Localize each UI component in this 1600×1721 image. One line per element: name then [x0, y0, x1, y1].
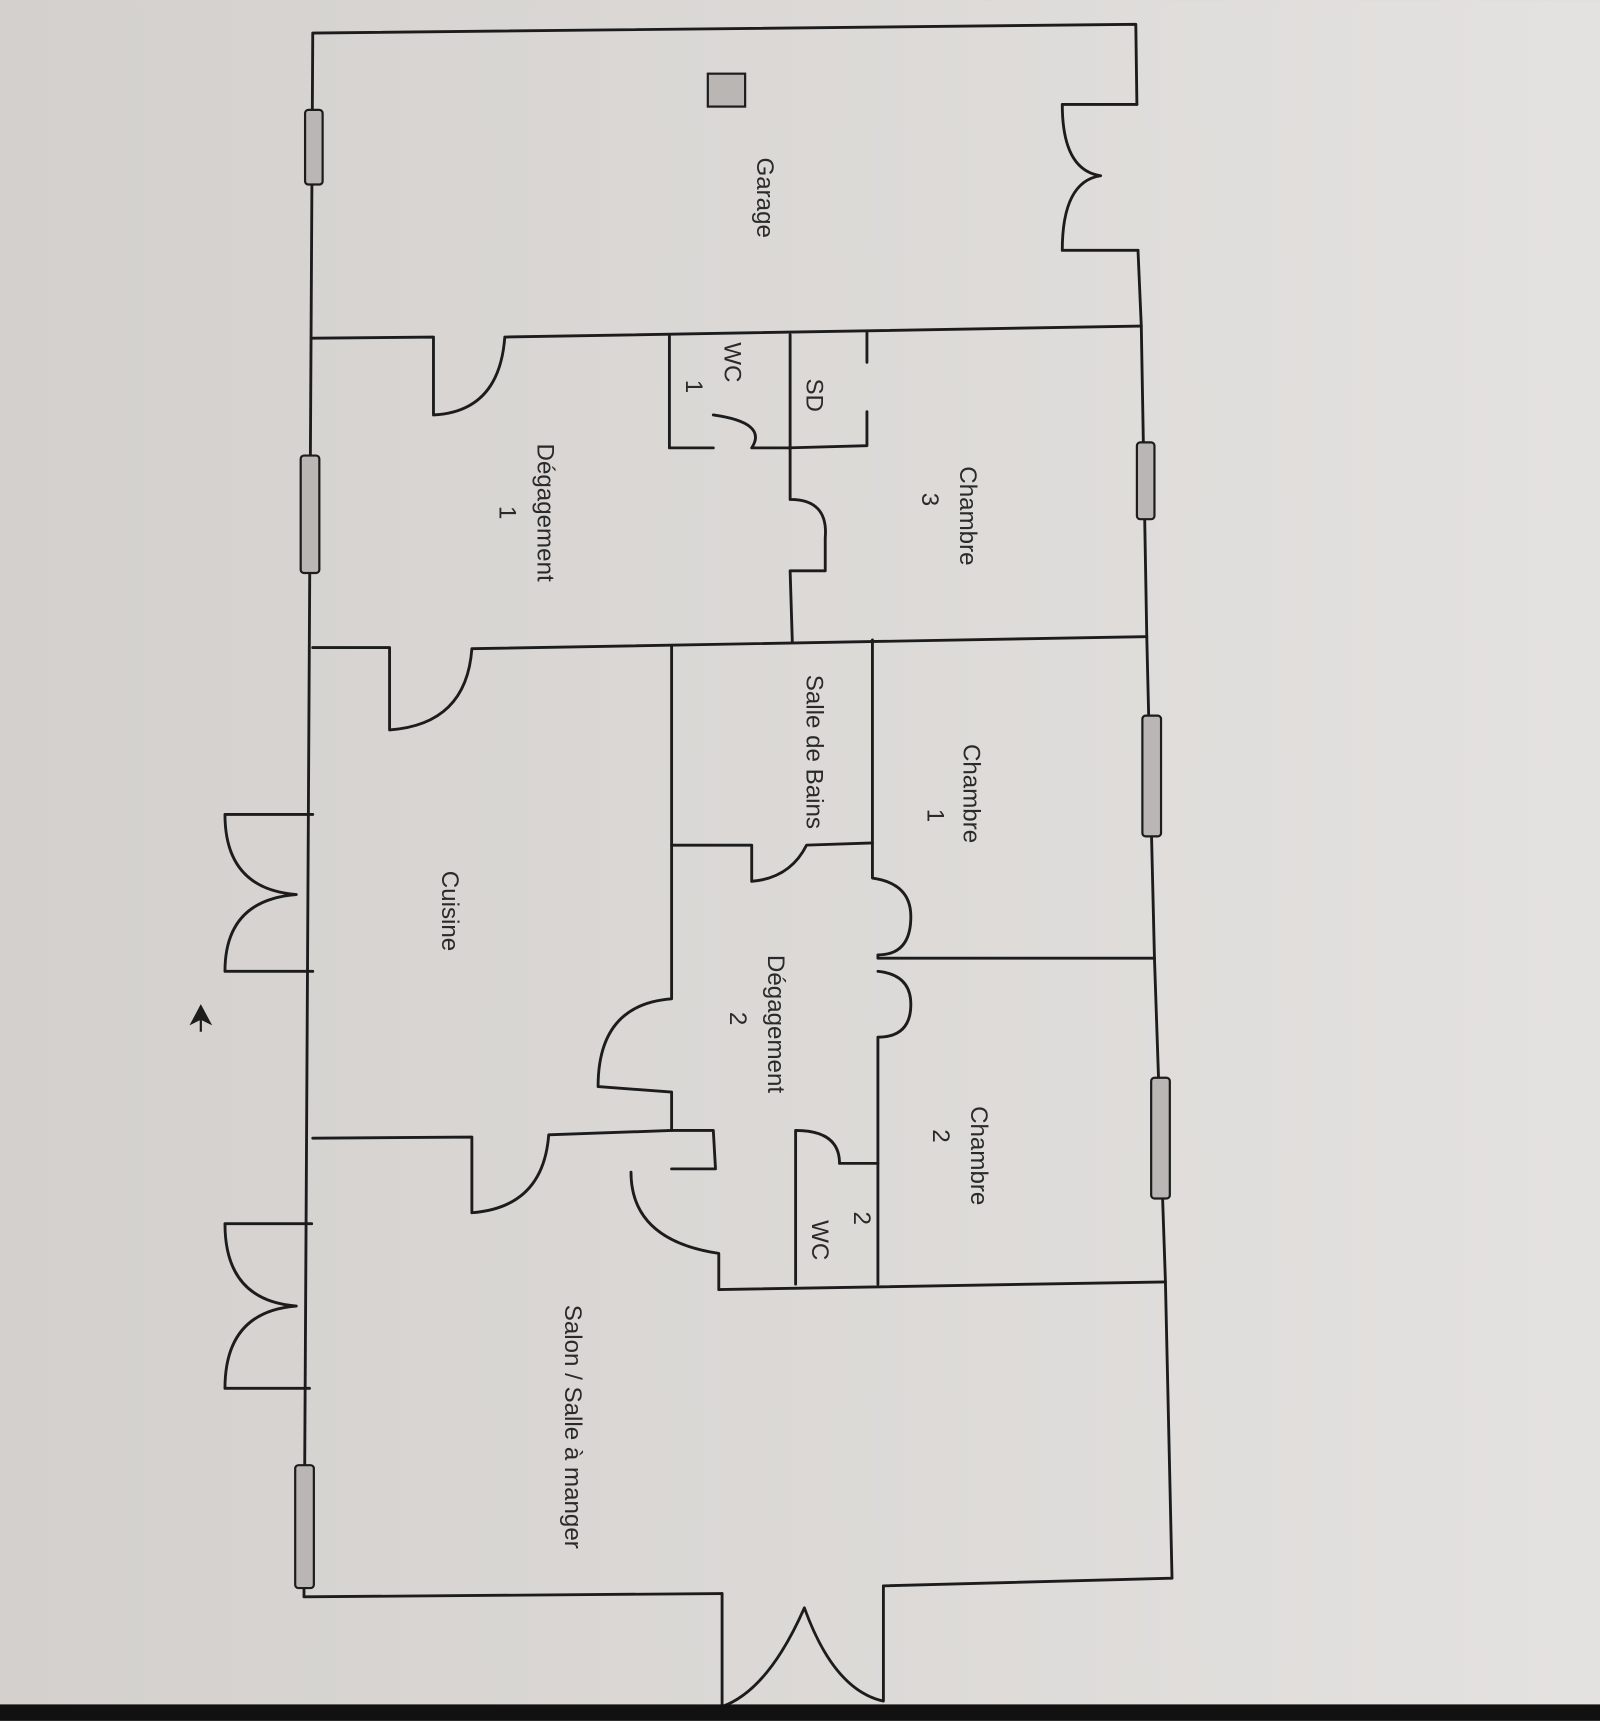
garage-door: [1060, 102, 1140, 252]
label-chambre2-num: 2: [927, 1129, 954, 1142]
label-degagement2: Dégagement: [762, 955, 789, 1093]
window: [1135, 441, 1156, 521]
label-sd: SD: [801, 378, 828, 412]
salon-side-door: [223, 1222, 314, 1390]
garage-fixture: [706, 72, 747, 108]
arrow-icon: [189, 1004, 213, 1032]
window: [1150, 1076, 1171, 1200]
label-chambre2: Chambre: [965, 1106, 992, 1205]
label-chambre3: Chambre: [954, 466, 981, 565]
label-cuisine: Cuisine: [436, 871, 463, 951]
label-degagement2-num: 2: [724, 1012, 751, 1025]
window: [303, 108, 324, 186]
label-degagement1-num: 1: [493, 506, 520, 519]
label-garage: Garage: [751, 157, 778, 237]
label-chambre3-num: 3: [916, 493, 943, 506]
double-doors: [223, 102, 1140, 1709]
label-salle-de-bains: Salle de Bains: [801, 675, 828, 829]
interior-walls: [311, 324, 1167, 1292]
label-wc2: WC: [806, 1220, 833, 1260]
windows: [294, 72, 1171, 1590]
label-chambre1-num: 1: [921, 809, 948, 822]
entrance-door: [720, 1584, 885, 1709]
room-labels: Garage Dégagement 1 Chambre 3 SD WC 1 Sa…: [436, 157, 992, 1548]
kitchen-door: [223, 812, 315, 973]
window: [1141, 714, 1163, 838]
label-salon: Salon / Salle à manger: [559, 1305, 586, 1549]
label-wc1-num: 1: [680, 380, 707, 393]
label-wc1: WC: [718, 342, 745, 382]
label-wc2-num: 2: [848, 1212, 875, 1225]
window: [294, 1464, 315, 1590]
label-chambre1: Chambre: [958, 744, 985, 843]
label-degagement1: Dégagement: [532, 444, 559, 582]
window: [299, 454, 321, 575]
bottom-edge-bar: [0, 1704, 1600, 1721]
